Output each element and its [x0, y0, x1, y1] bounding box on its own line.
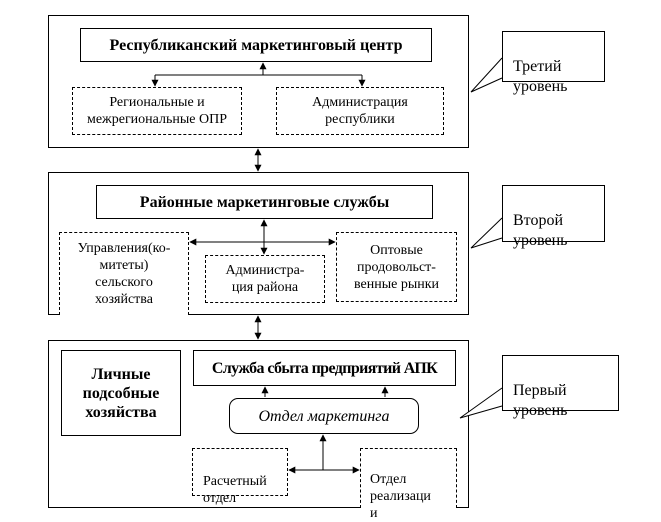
- level-1-callout-label: Первый уровень: [513, 382, 568, 419]
- callout-1-pointer: [459, 387, 503, 419]
- regional-opr-box: Региональные и межрегиональные ОПР: [72, 87, 242, 135]
- republic-administration-label: Администрация республики: [312, 95, 408, 127]
- sales-department-label: Отдел реализаци и: [370, 472, 431, 521]
- agriculture-departments-box: Управления(ко- митеты) сельского хозяйст…: [59, 232, 189, 315]
- agro-sales-service-label: Служба сбыта предприятий АПК: [211, 359, 438, 377]
- sales-department-box: Отдел реализаци и: [360, 448, 457, 521]
- level-2-callout-label: Второй уровень: [513, 212, 568, 249]
- republican-marketing-center-label: Республиканский маркетинговый центр: [109, 36, 403, 54]
- connectors: [151, 57, 503, 474]
- wholesale-food-markets-label: Оптовые продовольст- венные рынки: [353, 242, 440, 292]
- level-2-callout: Второй уровень: [502, 185, 605, 249]
- republic-administration-box: Администрация республики: [276, 87, 444, 135]
- district-marketing-services: Районные маркетинговые службы: [96, 185, 433, 219]
- level-1-callout: Первый уровень: [502, 355, 619, 419]
- callout-2-pointer: [470, 217, 503, 249]
- level-3-callout: Третий уровень: [502, 31, 605, 95]
- accounting-department-label: Расчетный отдел: [203, 474, 267, 506]
- accounting-department-box: Расчетный отдел: [192, 448, 288, 506]
- agro-sales-service: Служба сбыта предприятий АПК: [193, 350, 456, 386]
- marketing-department-label: Отдел маркетинга: [258, 407, 390, 425]
- callout-3-pointer: [470, 57, 503, 93]
- regional-opr-label: Региональные и межрегиональные ОПР: [86, 95, 227, 127]
- district-administration-box: Администра- ция района: [205, 255, 325, 303]
- district-administration-label: Администра- ция района: [225, 263, 305, 295]
- republican-marketing-center: Республиканский маркетинговый центр: [80, 28, 432, 62]
- level-2-frame: [48, 172, 469, 315]
- level-3-frame: [48, 15, 469, 148]
- marketing-department: Отдел маркетинга: [229, 398, 419, 434]
- level-3-callout-label: Третий уровень: [513, 58, 568, 95]
- wholesale-food-markets-box: Оптовые продовольст- венные рынки: [336, 232, 457, 302]
- district-marketing-services-label: Районные маркетинговые службы: [139, 193, 390, 211]
- personal-subsidiary-farms-label: Личные подсобные хозяйства: [82, 365, 160, 421]
- personal-subsidiary-farms: Личные подсобные хозяйства: [61, 350, 181, 436]
- agriculture-departments-label: Управления(ко- митеты) сельского хозяйст…: [77, 241, 171, 307]
